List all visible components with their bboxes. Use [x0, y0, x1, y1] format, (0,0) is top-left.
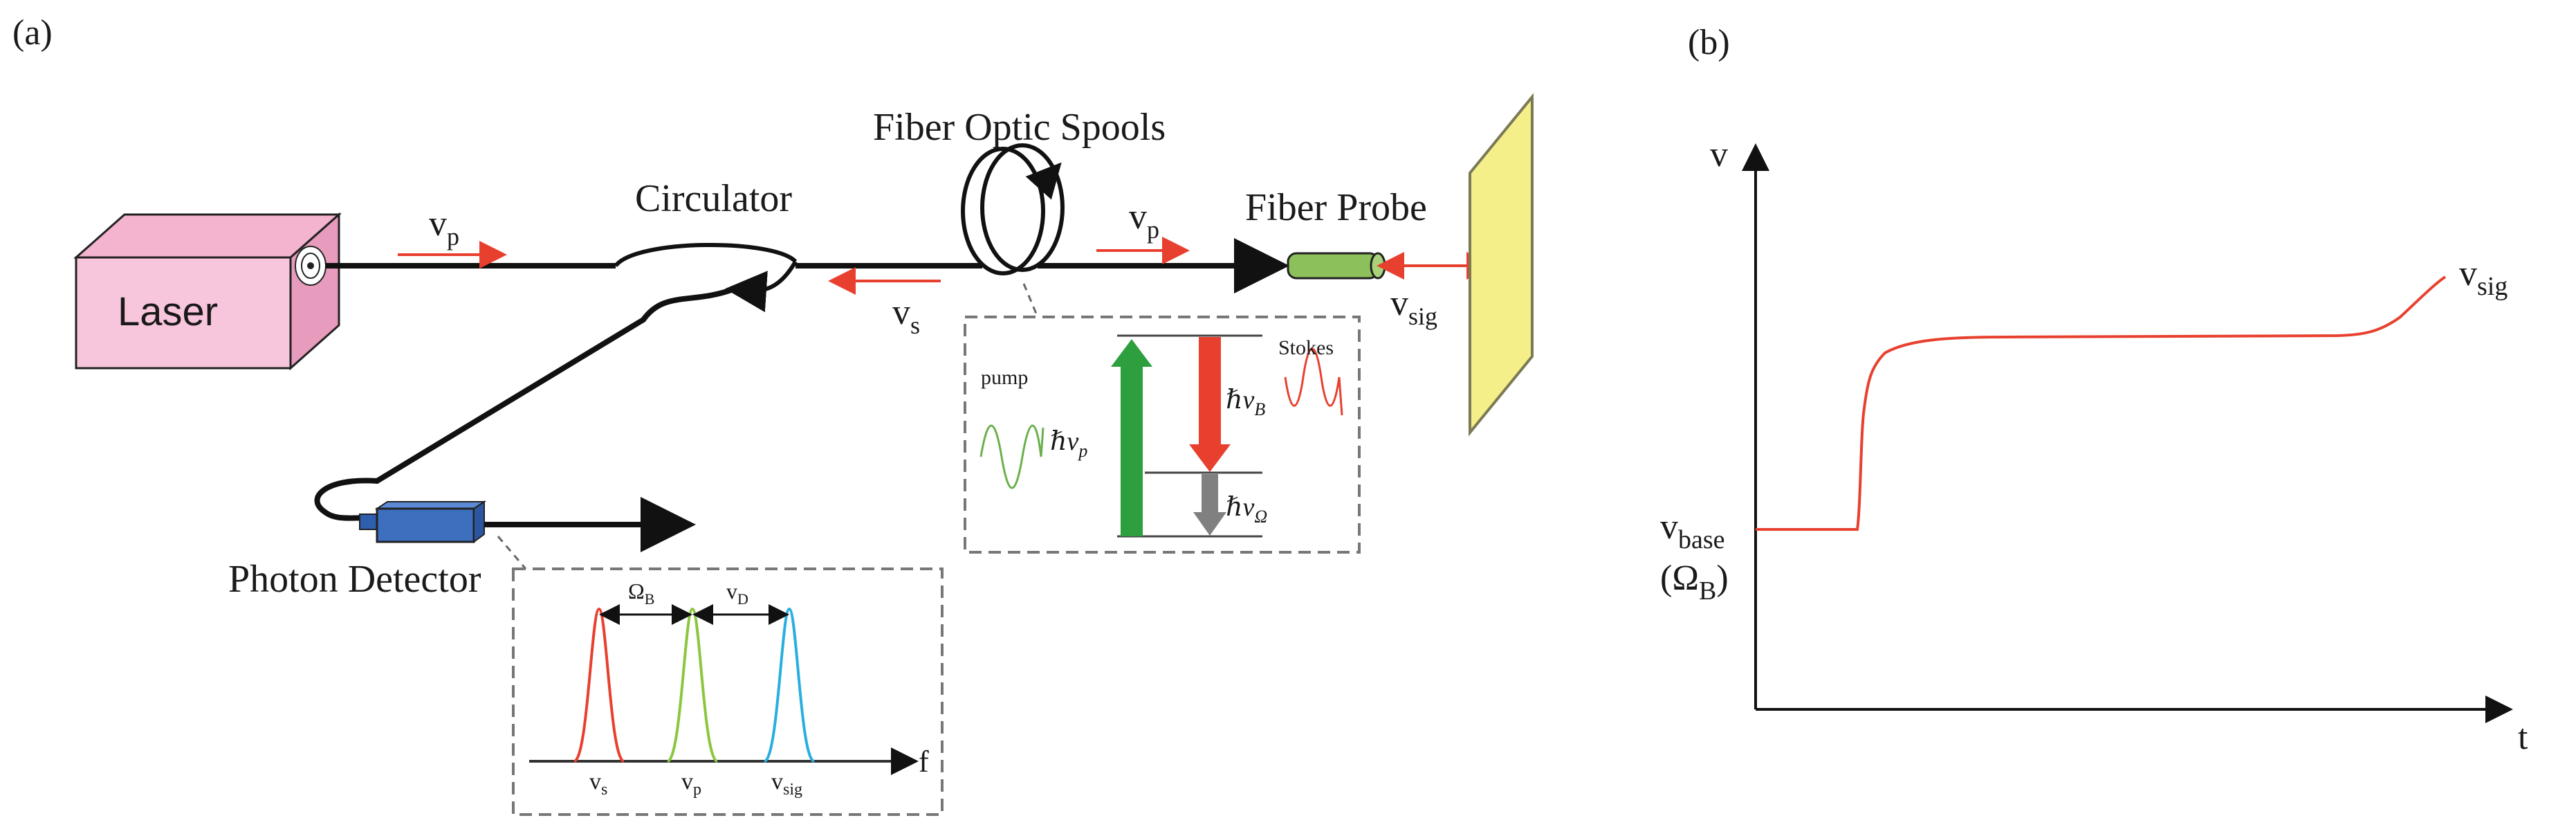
plot-base-label: vbase [1660, 507, 1725, 554]
panel-a-label: (a) [12, 13, 53, 53]
plot-y-label: v [1710, 135, 1728, 174]
nu-d-label: vD [726, 579, 748, 608]
hnu-omega-label: ℏvΩ [1226, 493, 1267, 527]
laser: Laser [73, 212, 342, 371]
hnu-p-label: ℏvp [1050, 427, 1087, 461]
pump-label: pump [981, 366, 1028, 389]
nu-sig-label: vsig [1390, 284, 1437, 330]
spools-label: Fiber Optic Spools [873, 106, 1166, 149]
peak1-label: vs [589, 769, 607, 799]
nu-p-right-label: vp [1129, 197, 1159, 244]
spectrum-axis-f: f [919, 745, 929, 779]
circulator-label: Circulator [635, 177, 792, 220]
stokes-wave [1284, 347, 1341, 407]
target-surface [1469, 93, 1534, 437]
plot-base-omega-label: (ΩB) [1660, 558, 1729, 606]
peak2-label: vp [681, 769, 701, 799]
stokes-label: Stokes [1278, 336, 1334, 359]
omega-b-label: ΩB [628, 579, 654, 608]
signal-plot: v t vbase (ΩB) vsig [1660, 135, 2528, 757]
photon-detector: Photon Detector [228, 500, 487, 601]
phonon-arrow [1202, 474, 1218, 514]
laser-label: Laser [118, 289, 218, 334]
fiber-spools: Fiber Optic Spools [873, 106, 1166, 275]
pump-wave [979, 424, 1042, 489]
nu-s-label: vs [892, 293, 920, 339]
spectrum-inset-leader [497, 536, 527, 570]
detector-label: Photon Detector [228, 558, 481, 601]
signal-curve [1756, 275, 2447, 531]
panel-b-label: (b) [1688, 23, 1730, 62]
plot-x-label: t [2518, 718, 2528, 757]
fiber-circulator-detector [314, 287, 735, 521]
pump-arrow [1121, 365, 1143, 536]
stokes-arrow [1199, 337, 1221, 446]
probe-label: Fiber Probe [1245, 186, 1427, 229]
nu-p-left-label: vp [429, 204, 459, 251]
spectrum-inset: f ΩB vD vs vp vsig [512, 567, 944, 816]
hnu-b-label: ℏvB [1226, 385, 1265, 419]
peak-signal [763, 607, 816, 763]
peak3-label: vsig [771, 769, 802, 799]
energy-inset-leader [1022, 283, 1039, 318]
circulator: Circulator [614, 177, 798, 313]
plot-sig-label: vsig [2459, 254, 2508, 301]
energy-inset: pump ℏvp Stokes ℏvB ℏvΩ [964, 316, 1361, 554]
